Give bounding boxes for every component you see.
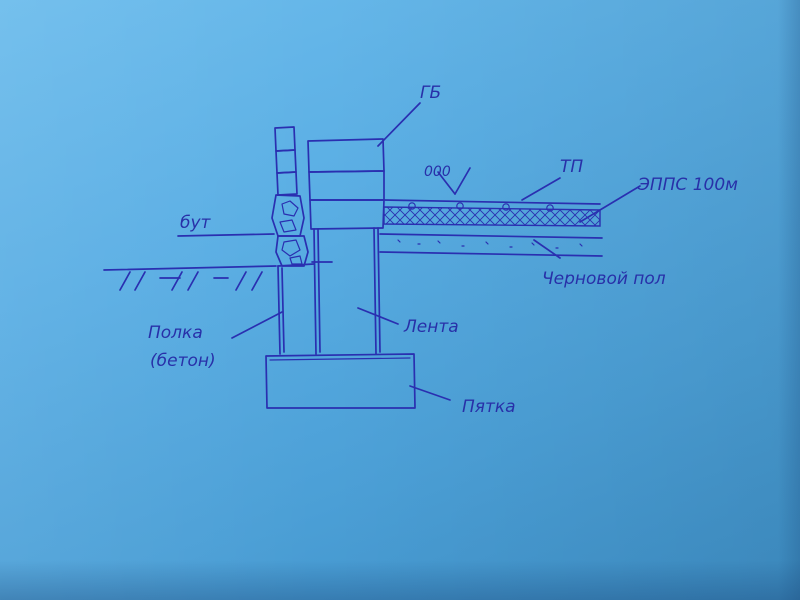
label-tp: ТП — [560, 157, 583, 177]
strip-foundation — [313, 227, 381, 355]
label-chernovoy-pol: Черновой пол — [542, 269, 666, 289]
ground-line — [103, 261, 333, 291]
concrete-shelf — [277, 263, 315, 355]
label-beton: (бетон) — [150, 351, 216, 371]
paper-edge-right — [778, 0, 800, 600]
facing-bricks — [274, 126, 298, 196]
leader-lines — [177, 102, 641, 401]
label-pyatka: Пятка — [462, 397, 516, 417]
paper-edge-bottom — [0, 560, 800, 600]
rubble-stone — [271, 194, 309, 267]
gas-block-wall — [307, 138, 385, 230]
label-ooo: 000 — [424, 164, 451, 180]
floor-layers — [379, 199, 603, 257]
label-polka: Полка — [148, 323, 203, 343]
footing — [265, 353, 416, 409]
label-but: бут — [180, 213, 212, 233]
label-epps: ЭППС 100м — [637, 175, 738, 195]
label-gb: ГБ — [420, 83, 441, 103]
label-lenta: Лента — [403, 317, 459, 337]
